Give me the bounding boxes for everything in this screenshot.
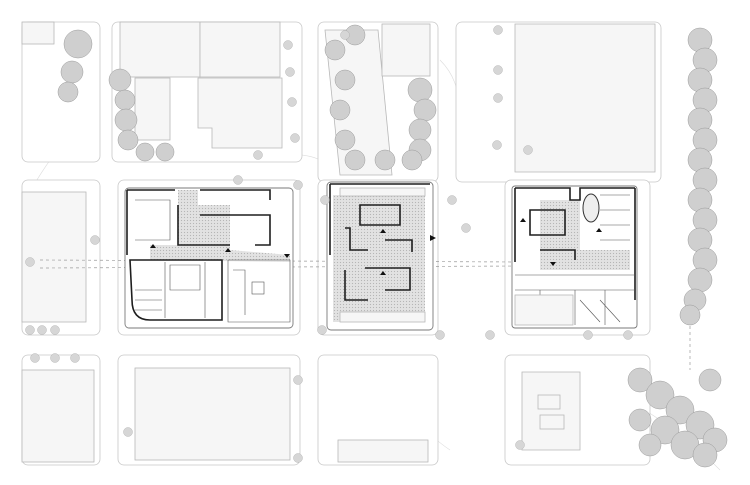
tree-canopy	[114, 89, 136, 111]
tree-canopy	[117, 129, 139, 151]
tree-canopy	[627, 367, 653, 393]
tree-small	[293, 375, 303, 385]
tree-canopy	[374, 149, 396, 171]
tree-canopy	[344, 149, 366, 171]
tree-canopy	[407, 77, 433, 103]
tree-canopy	[108, 68, 132, 92]
tree-small	[485, 330, 495, 340]
tree-small	[70, 353, 80, 363]
tree-canopy	[413, 98, 437, 122]
tree-small	[447, 195, 457, 205]
tree-small	[233, 175, 243, 185]
tree-small	[253, 150, 263, 160]
tree-small	[317, 325, 327, 335]
tree-canopy	[692, 442, 718, 468]
tree-canopy	[687, 267, 713, 293]
tree-canopy	[60, 60, 84, 84]
tree-small	[25, 325, 35, 335]
tree-small	[37, 325, 47, 335]
tree-small	[493, 93, 503, 103]
tree-small	[340, 30, 350, 40]
tree-canopy	[57, 81, 79, 103]
building-east	[511, 185, 638, 329]
tree-canopy	[698, 368, 722, 392]
entrance-markers	[150, 218, 602, 275]
tree-canopy	[334, 129, 356, 151]
tree-canopy	[155, 142, 175, 162]
tree-small	[25, 257, 35, 267]
tree-small	[50, 353, 60, 363]
tree-small	[293, 180, 303, 190]
tree-small	[293, 453, 303, 463]
tree-small	[492, 140, 502, 150]
tree-canopy	[135, 142, 155, 162]
tree-small	[523, 145, 533, 155]
existing-buildings	[21, 21, 656, 463]
tree-small	[515, 440, 525, 450]
tree-small	[493, 25, 503, 35]
tree-small	[461, 223, 471, 233]
tree-small	[285, 67, 295, 77]
building-west	[124, 187, 294, 329]
tree-canopy	[650, 415, 680, 445]
tree-small	[623, 330, 633, 340]
tree-small	[30, 353, 40, 363]
tree-canopy	[324, 39, 346, 61]
tree-canopy	[679, 304, 701, 326]
tree-small	[123, 427, 133, 437]
tree-canopy	[638, 433, 662, 457]
tree-canopy	[329, 99, 351, 121]
tree-canopy	[114, 108, 138, 132]
tree-canopy	[63, 29, 93, 59]
tree-canopy	[628, 408, 652, 432]
tree-canopy	[665, 395, 695, 425]
tree-canopy	[334, 69, 356, 91]
tree-small	[283, 40, 293, 50]
building-central	[326, 181, 434, 331]
tree-small	[90, 235, 100, 245]
tree-small	[50, 325, 60, 335]
tree-canopy	[645, 380, 675, 410]
tree-small	[435, 330, 445, 340]
tree-small	[290, 133, 300, 143]
tree-small	[583, 330, 593, 340]
tree-small	[493, 65, 503, 75]
tree-canopy	[408, 118, 432, 142]
tree-canopy	[401, 149, 423, 171]
trees	[25, 24, 728, 468]
tree-small	[287, 97, 297, 107]
tree-small	[320, 195, 330, 205]
